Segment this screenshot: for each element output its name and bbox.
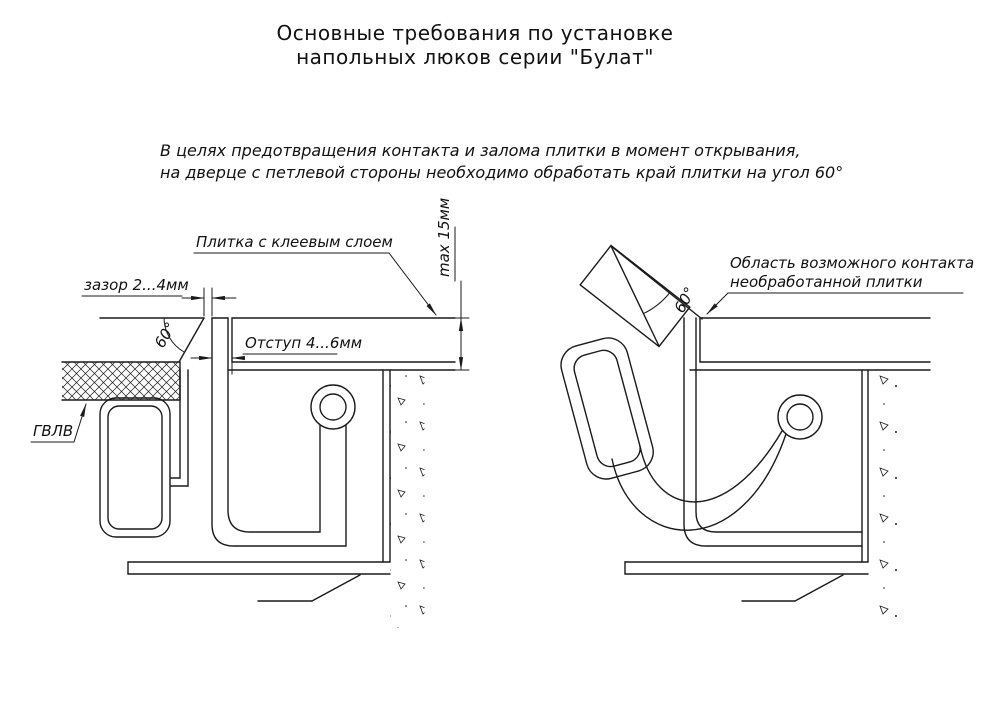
right-view-open-hatch: 60° Область возможного контакта необрабо…: [560, 244, 974, 628]
gvl-board-hatch: [62, 362, 180, 400]
tile-label: Плитка с клеевым слоем: [196, 233, 393, 251]
left-lid-tile: [227, 317, 456, 371]
title-line-2: напольных люков серии "Булат": [296, 45, 654, 69]
title-block: Основные требования по установке напольн…: [277, 21, 674, 69]
left-frame: [99, 369, 425, 628]
hinge-inner-circle: [319, 393, 347, 421]
left-view-closed-hatch: Плитка с клеевым слоем зазор 2...4мм 60°…: [30, 198, 470, 628]
dim-angle-right: 60°: [643, 284, 699, 316]
dim-offset: Отступ 4...6мм: [190, 334, 362, 375]
max-height-label: max 15мм: [435, 198, 453, 277]
contact-label-line-2: необработанной плитки: [730, 273, 923, 291]
dim-gvl: ГВЛВ: [30, 403, 87, 443]
gap-label: зазор 2...4мм: [84, 276, 189, 294]
left-fixed-floor: [61, 317, 205, 401]
dim-contact-area: Область возможного контакта необработанн…: [706, 254, 974, 315]
right-fixed-floor: [689, 317, 931, 371]
open-tile-hatch: [579, 244, 691, 348]
right-open-lid: [560, 244, 703, 480]
angle-label-right: 60°: [671, 284, 699, 316]
angle-label-left: 60°: [151, 319, 180, 351]
hinge-outer-circle: [310, 384, 356, 430]
title-line-1: Основные требования по установке: [277, 21, 674, 45]
hinge-outer-circle: [777, 394, 823, 440]
dim-gap: зазор 2...4мм: [81, 276, 237, 317]
concrete-hatch: [390, 372, 425, 628]
concrete-hatch: [868, 372, 903, 628]
dim-angle-left: 60°: [151, 317, 185, 353]
left-lid-pan: [211, 317, 356, 547]
note-block: В целях предотвращения контакта и залома…: [160, 141, 843, 182]
offset-label: Отступ 4...6мм: [245, 334, 362, 352]
note-line-2: на дверце с петлевой стороны необходимо …: [160, 163, 843, 182]
contact-label-line-1: Область возможного контакта: [730, 254, 974, 272]
right-frame: [624, 317, 903, 628]
hinge-inner-circle: [786, 403, 814, 431]
dim-tile-label: Плитка с клеевым слоем: [193, 233, 437, 316]
dim-max-height: max 15мм: [435, 198, 470, 371]
note-line-1: В целях предотвращения контакта и залома…: [160, 141, 800, 160]
gvl-label: ГВЛВ: [33, 422, 73, 440]
